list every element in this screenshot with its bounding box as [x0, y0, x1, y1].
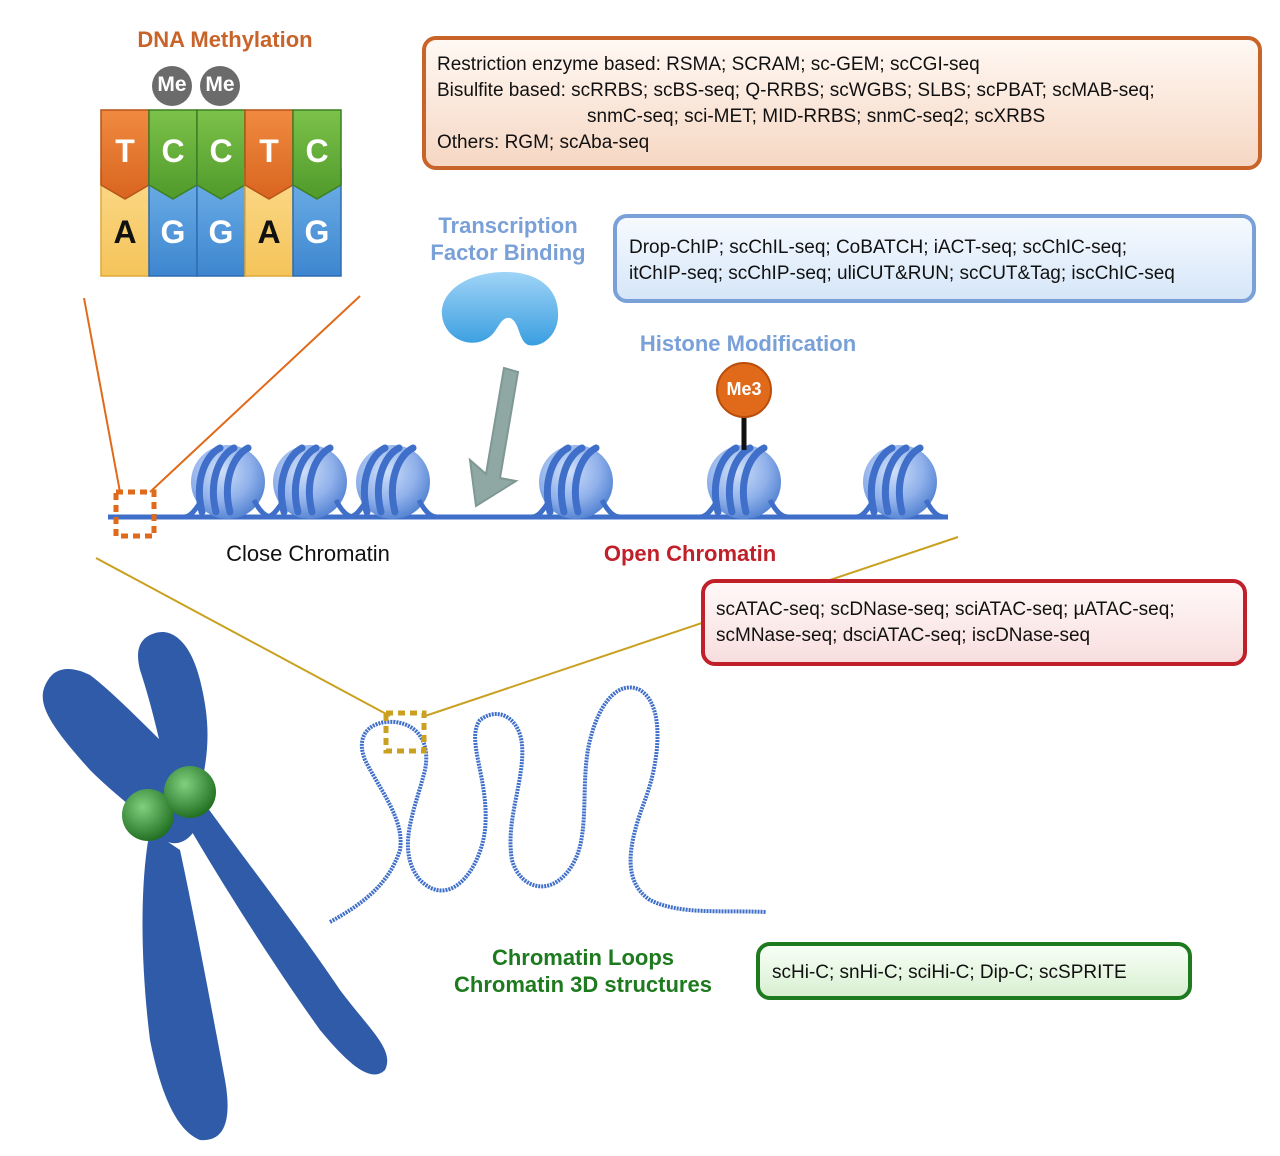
loop-zoom-box [383, 710, 427, 754]
dna-methylation-title: DNA Methylation [137, 27, 313, 52]
base-top-block [148, 109, 198, 200]
me3-label: Me3 [726, 379, 762, 399]
bottom-base-letter: G [304, 214, 330, 250]
close-chromatin-label: Close Chromatin [226, 541, 390, 566]
nucleosome [265, 444, 355, 520]
open-chromatin-methods-box: scATAC-seq; scDNase-seq; sciATAC-seq; µA… [701, 579, 1247, 666]
top-base-letter: T [115, 133, 135, 169]
histone-modification-title: Histone Modification [639, 331, 857, 356]
methylation-zoom-box [113, 489, 157, 539]
me-circle [152, 66, 192, 106]
zoom-line [424, 536, 959, 717]
tf-title-line1: Transcription [438, 213, 578, 238]
nucleosome [183, 444, 273, 520]
nucleosome [699, 444, 789, 520]
methods-line: scHi-C; snHi-C; sciHi-C; Dip-C; scSPRITE [772, 962, 1127, 983]
nucleosome [855, 444, 945, 520]
bottom-base-letter: G [208, 214, 234, 250]
me3-circle [716, 362, 772, 418]
methods-line: scATAC-seq; scDNase-seq; sciATAC-seq; µA… [716, 599, 1175, 620]
centromere [164, 766, 216, 818]
top-base-letter: C [209, 133, 233, 169]
zoom-line [95, 557, 391, 717]
nucleosome [348, 444, 438, 520]
me-circle [200, 66, 240, 106]
me-label: Me [157, 73, 187, 96]
chromatin-loops-methods-box: scHi-C; snHi-C; sciHi-C; Dip-C; scSPRITE [756, 942, 1192, 1000]
top-base-letter: C [305, 133, 329, 169]
top-base-letter: C [161, 133, 185, 169]
nucleosomes [183, 444, 945, 520]
methylation-methods-box: Restriction enzyme based: RSMA; SCRAM; s… [422, 36, 1262, 170]
chromatin-3d-title: Chromatin 3D structures [454, 972, 712, 997]
top-base-letter: T [259, 133, 279, 169]
zoom-line [149, 295, 361, 493]
chromatin-loops-title: Chromatin Loops [491, 945, 675, 970]
base-top-block [292, 109, 342, 200]
base-top-block [196, 109, 246, 200]
tf-methods-box: Drop-ChIP; scChIL-seq; CoBATCH; iACT-seq… [613, 214, 1256, 303]
dna-base-pairs [100, 109, 342, 277]
bottom-base-letter: A [257, 214, 281, 250]
methods-line: Restriction enzyme based: RSMA; SCRAM; s… [437, 54, 980, 75]
methods-line: Others: RGM; scAba-seq [437, 132, 650, 153]
binding-arrow [468, 366, 520, 508]
open-chromatin-label: Open Chromatin [603, 541, 777, 566]
methods-line: itChIP-seq; scChIP-seq; uliCUT&RUN; scCU… [629, 263, 1175, 284]
centromere [122, 789, 174, 841]
me-label: Me [205, 73, 235, 96]
methods-line: Drop-ChIP; scChIL-seq; CoBATCH; iACT-seq… [629, 237, 1128, 258]
chromosome [42, 632, 388, 1141]
nucleosome [531, 444, 621, 520]
base-top-block [244, 109, 294, 200]
methods-line: scMNase-seq; dsciATAC-seq; iscDNase-seq [716, 625, 1091, 646]
zoom-line [83, 297, 121, 493]
bottom-base-letter: A [113, 214, 137, 250]
transcription-factor-shape [441, 272, 559, 346]
chromatin-loop-fiber [329, 685, 767, 924]
methods-line: snmC-seq; sci-MET; MID-RRBS; snmC-seq2; … [587, 106, 1046, 127]
base-top-block [100, 109, 150, 200]
methods-line: Bisulfite based: scRRBS; scBS-seq; Q-RRB… [437, 80, 1155, 101]
tf-title-line2: Factor Binding [430, 240, 586, 265]
bottom-base-letter: G [160, 214, 186, 250]
